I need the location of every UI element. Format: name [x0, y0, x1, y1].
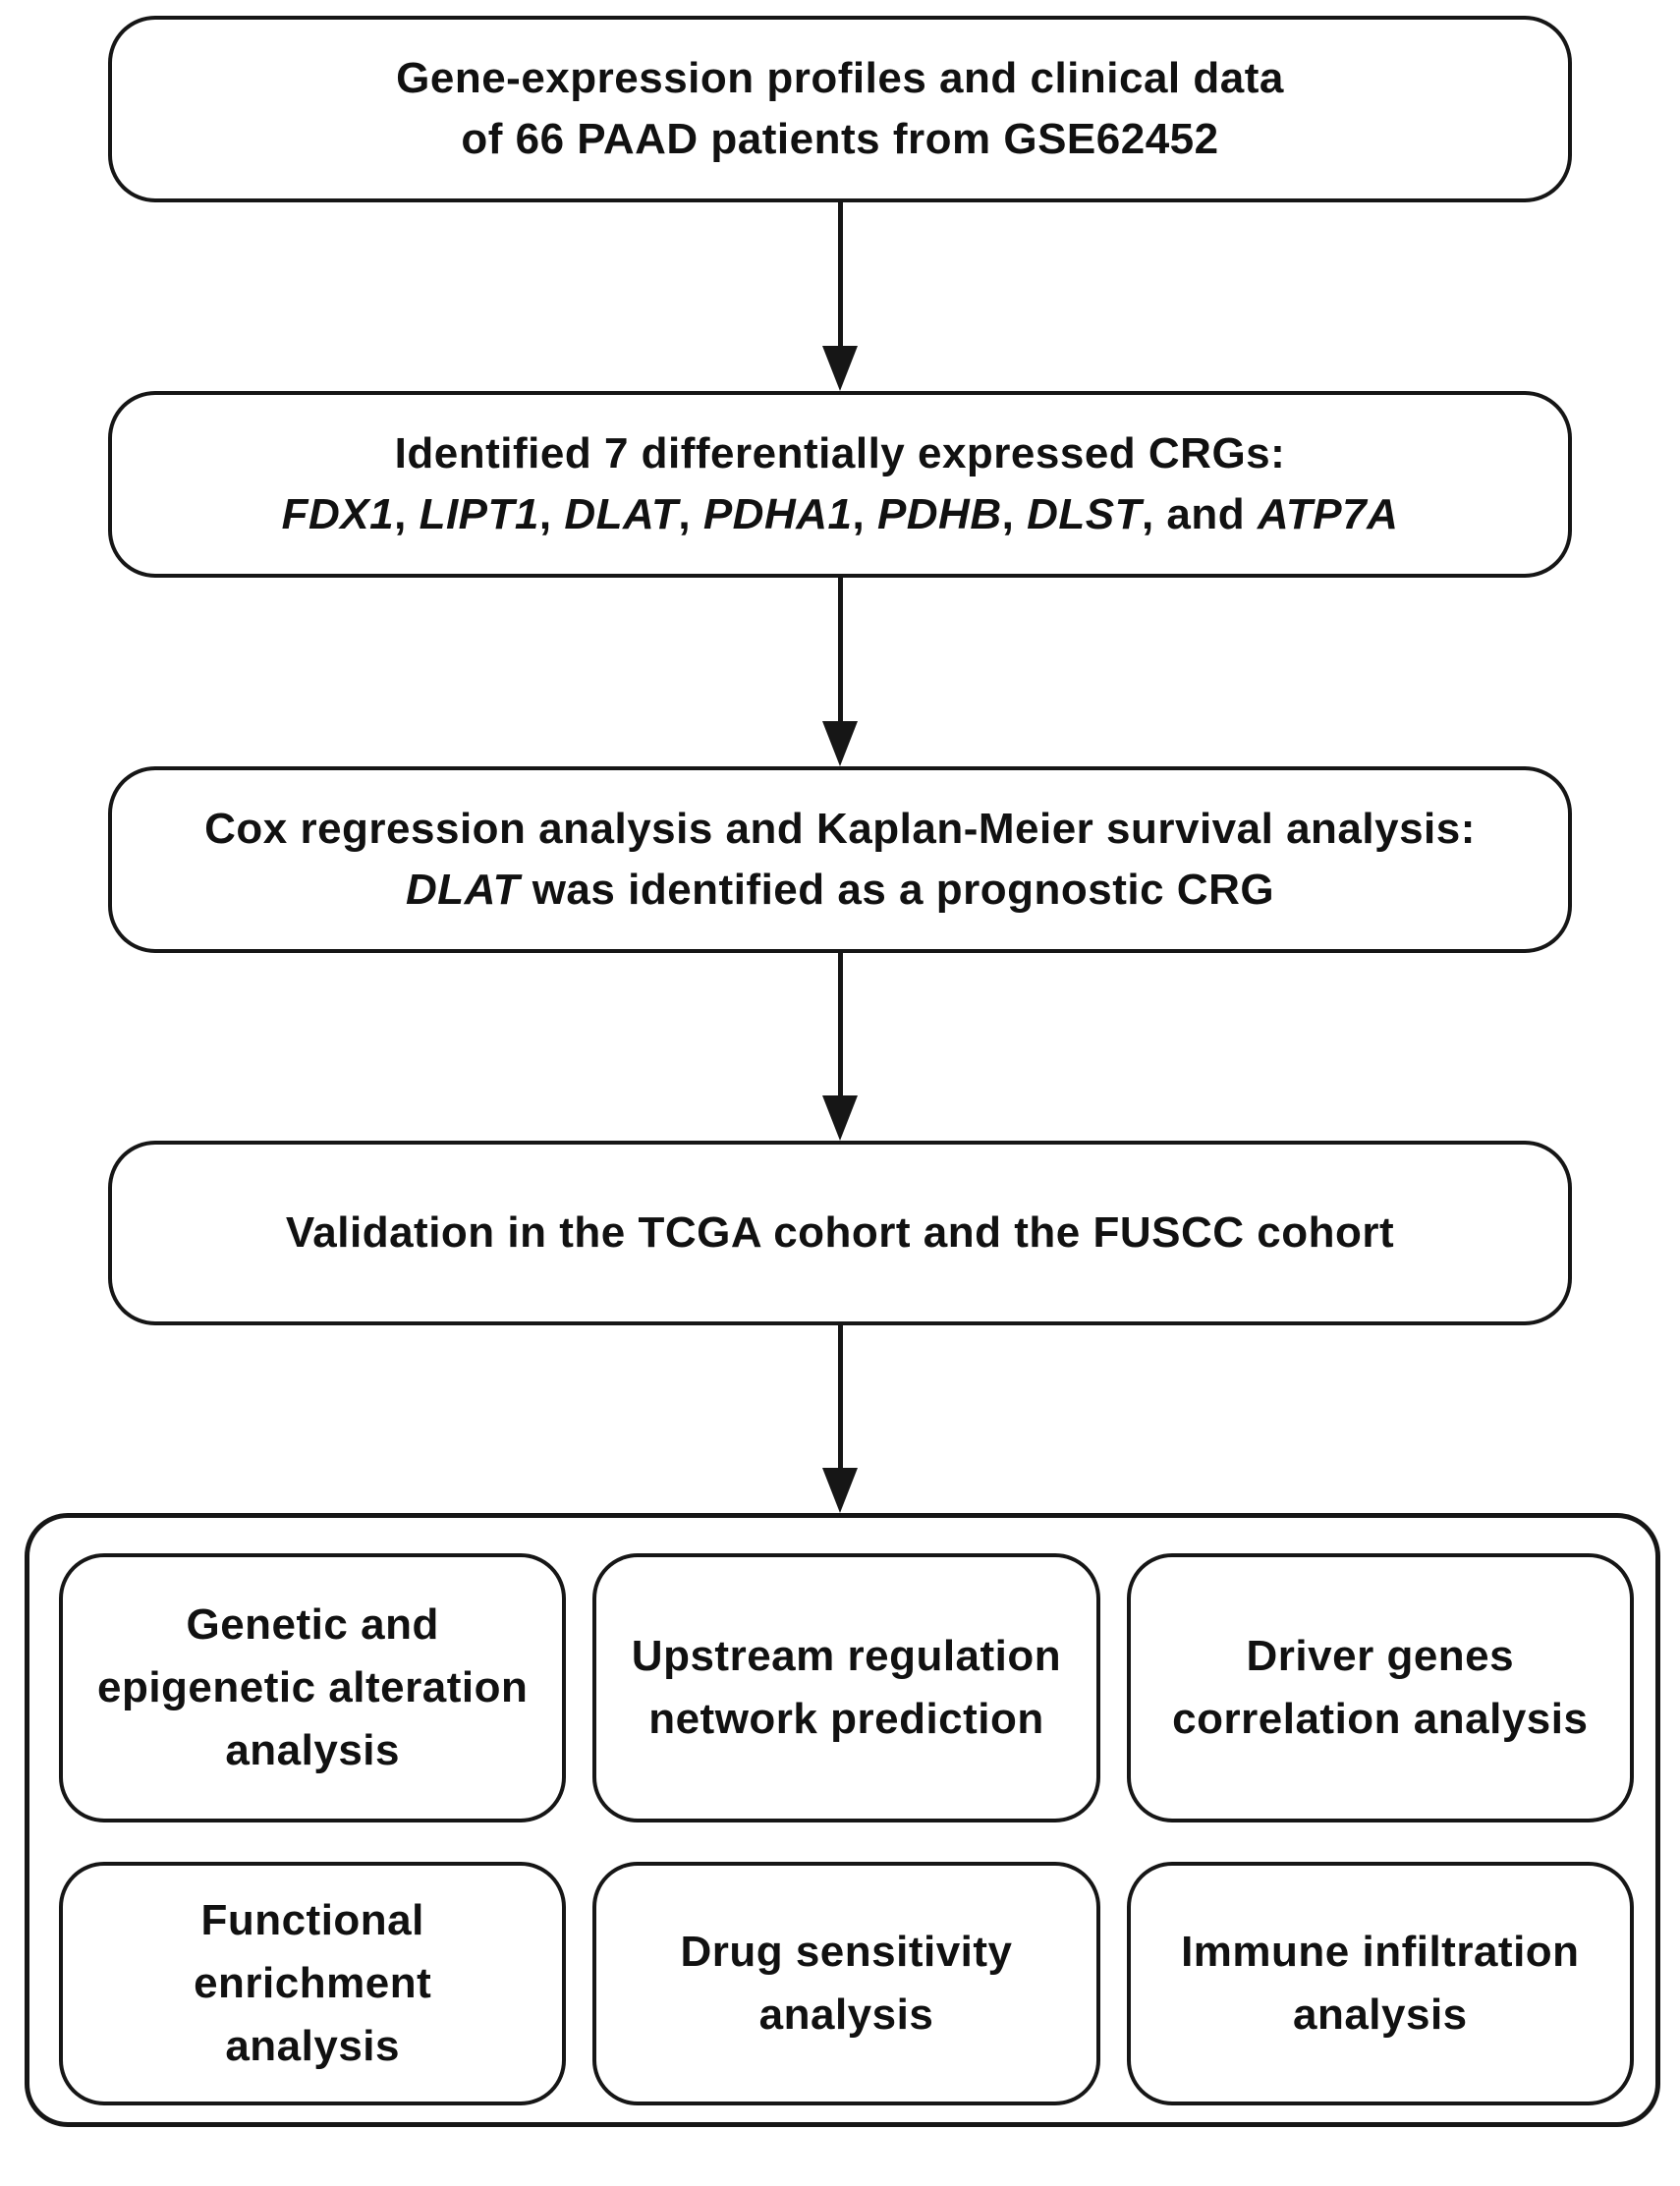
down-arrow-1 — [822, 202, 858, 391]
text-line: FDX1, LIPT1, DLAT, PDHA1, PDHB, DLST, an… — [281, 490, 1399, 538]
flow-box-validation: Validation in the TCGA cohort and the FU… — [108, 1141, 1572, 1325]
arrow-stem — [837, 1325, 843, 1468]
down-arrow-4 — [822, 1325, 858, 1513]
text-line: enrichment — [194, 1959, 432, 2007]
flow-box-cox-km-analysis: Cox regression analysis and Kaplan-Meier… — [108, 766, 1572, 953]
arrow-head — [822, 1468, 858, 1513]
text-line: correlation analysis — [1172, 1695, 1589, 1743]
text-line: Immune infiltration — [1181, 1928, 1580, 1976]
analysis-box-driver-genes-correlation: Driver genes correlation analysis — [1126, 1553, 1634, 1822]
text-line: analysis — [758, 1990, 934, 2039]
arrow-head — [822, 346, 858, 391]
arrow-stem — [837, 578, 843, 721]
text-line: DLAT was identified as a prognostic CRG — [405, 866, 1275, 914]
analysis-box-upstream-regulation-network: Upstream regulation network prediction — [592, 1553, 1100, 1822]
down-arrow-3 — [822, 953, 858, 1141]
arrow-stem — [837, 953, 843, 1095]
text-line: Genetic and — [186, 1600, 439, 1649]
text-line: Cox regression analysis and Kaplan-Meier… — [204, 805, 1476, 853]
analysis-box-genetic-epigenetic-alteration: Genetic and epigenetic alteration analysis — [59, 1553, 567, 1822]
arrow-head — [822, 721, 858, 766]
text-line: epigenetic alteration — [96, 1663, 529, 1711]
text-line: Functional — [200, 1896, 424, 1944]
text-line: Identified 7 differentially expressed CR… — [394, 429, 1286, 477]
analysis-box-functional-enrichment: Functional enrichment analysis — [59, 1862, 567, 2105]
analysis-box-drug-sensitivity: Drug sensitivity analysis — [592, 1862, 1100, 2105]
text-line: Driver genes — [1246, 1632, 1515, 1680]
text-line: Upstream regulation — [631, 1632, 1062, 1680]
flow-box-gene-expression-source: Gene-expression profiles and clinical da… — [108, 16, 1572, 202]
downstream-analyses-panel: Genetic and epigenetic alteration analysis… — [25, 1513, 1660, 2127]
flow-box-identified-crgs: Identified 7 differentially expressed CR… — [108, 391, 1572, 578]
text-line: analysis — [225, 2022, 400, 2070]
text-line: analysis — [1292, 1990, 1468, 2039]
text-line: analysis — [225, 1726, 400, 1774]
text-line: Validation in the TCGA cohort and the FU… — [285, 1208, 1395, 1257]
analysis-box-immune-infiltration: Immune infiltration analysis — [1126, 1862, 1634, 2105]
down-arrow-2 — [822, 578, 858, 766]
text-line: of 66 PAAD patients from GSE62452 — [461, 115, 1219, 163]
text-line: Gene-expression profiles and clinical da… — [396, 54, 1284, 102]
arrow-stem — [837, 202, 843, 346]
text-line: Drug sensitivity — [680, 1928, 1013, 1976]
arrow-head — [822, 1095, 858, 1141]
text-line: network prediction — [648, 1695, 1044, 1743]
